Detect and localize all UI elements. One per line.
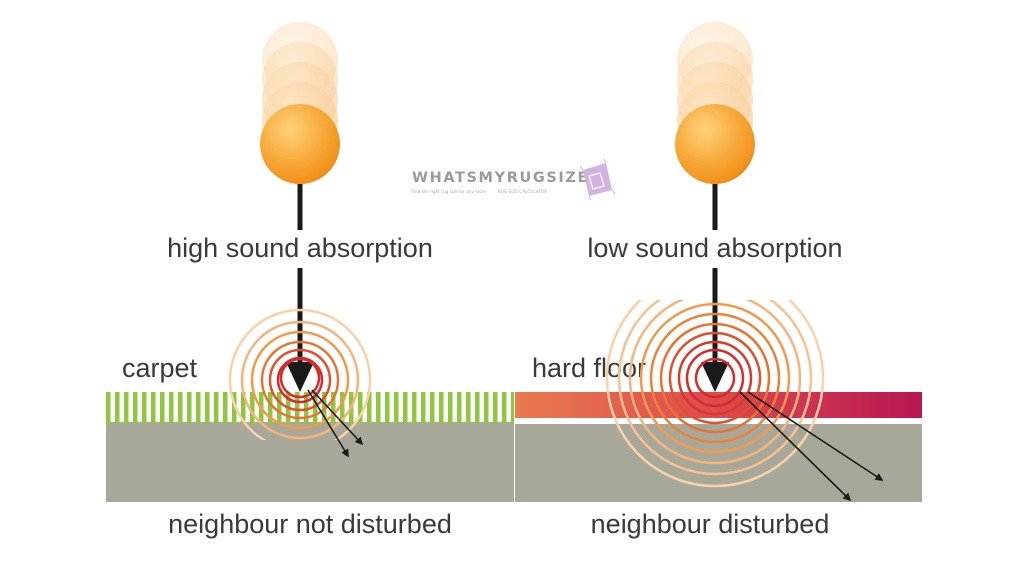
watermark-tagline-right: RUG SIZE CALCULATOR <box>498 189 547 194</box>
watermark-tagline-left: Find the right rug size for any room <box>412 189 486 194</box>
right-floor-label: hard floor <box>532 353 646 383</box>
left-sound-waves <box>228 308 372 440</box>
left-drop-arrow <box>286 184 314 392</box>
left-falling-ball <box>260 22 340 184</box>
right-falling-ball <box>675 22 755 184</box>
rug-logo-icon <box>579 158 616 201</box>
right-title-label: low sound absorption <box>587 233 842 263</box>
hard-floor-gap <box>515 418 922 424</box>
left-reflection-arrows <box>307 389 364 458</box>
right-reflection-arrows <box>739 391 884 502</box>
left-result-label: neighbour not disturbed <box>168 509 452 539</box>
right-result-label: neighbour disturbed <box>591 509 830 539</box>
right-sound-waves <box>605 300 825 488</box>
left-ground-block <box>106 422 514 502</box>
watermark-name: WHATSMYRUGSIZE <box>412 170 589 186</box>
left-impact-ring <box>279 357 321 399</box>
left-title-label: high sound absorption <box>167 233 433 263</box>
left-floor-label: carpet <box>122 353 198 383</box>
right-impact-ring <box>694 357 736 399</box>
watermark-logo: WHATSMYRUGSIZE Find the right rug size f… <box>412 158 616 201</box>
